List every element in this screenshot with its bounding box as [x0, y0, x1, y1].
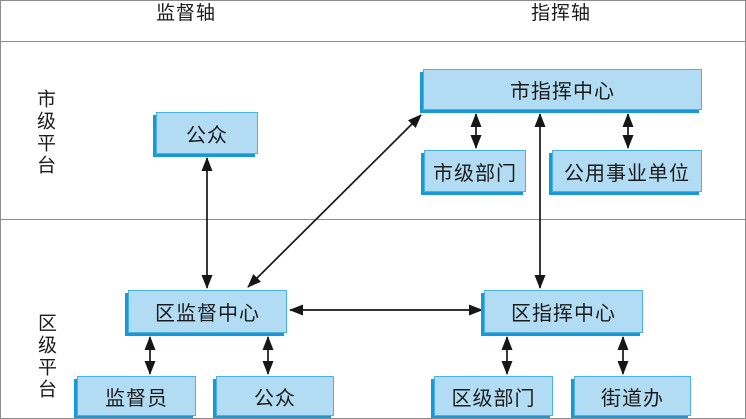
node-district-departments: 区级部门	[434, 376, 553, 416]
header-divider-line	[1, 41, 745, 42]
node-city-public: 公众	[156, 112, 258, 154]
edge-citycommand-districtsupervision	[247, 114, 422, 288]
node-district-command-center: 区指挥中心	[484, 290, 643, 333]
node-street-office: 街道办	[574, 376, 691, 416]
label-city-platform: 市级平台	[34, 89, 55, 177]
label-district-platform: 区级平台	[35, 313, 56, 401]
node-city-command-center: 市指挥中心	[423, 69, 702, 110]
node-district-public: 公众	[216, 376, 334, 416]
node-supervisors: 监督员	[77, 376, 196, 416]
node-district-supervision-center: 区监督中心	[128, 290, 287, 333]
platform-divider-line	[1, 219, 745, 220]
label-supervision-axis: 监督轴	[155, 3, 216, 24]
node-city-departments: 市级部门	[424, 150, 526, 192]
label-command-axis: 指挥轴	[530, 3, 591, 24]
node-public-utilities: 公用事业单位	[552, 150, 702, 192]
